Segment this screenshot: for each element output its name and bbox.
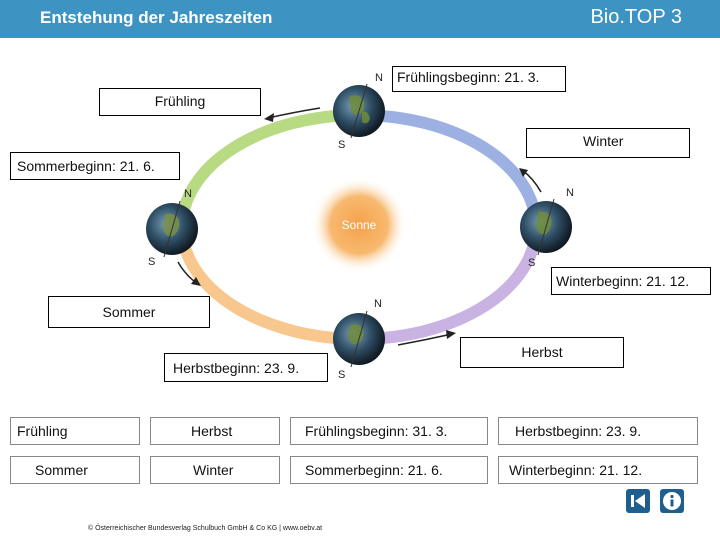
previous-arrow-glyph	[631, 494, 645, 508]
label-fruehlingsbeginn: Frühlingsbeginn: 21. 3.	[392, 66, 566, 92]
label-herbst: Herbst	[460, 337, 624, 368]
table-cell[interactable]: Frühling	[10, 417, 140, 445]
label-sommer: Sommer	[48, 296, 210, 328]
slide-header: Entstehung der Jahreszeiten Bio.TOP 3	[0, 0, 720, 38]
info-glyph	[663, 492, 681, 510]
orbit-spring-arc	[176, 109, 360, 228]
north-label-bottom: N	[374, 298, 382, 310]
table-cell[interactable]: Frühlingsbeginn: 31. 3.	[290, 417, 488, 445]
orbit-diagram: Sonne N S N S N S N S	[146, 72, 574, 381]
earth-bottom	[333, 310, 385, 368]
north-label-left: N	[184, 188, 192, 200]
orbit-arrowhead-top	[264, 113, 274, 122]
orbit-autumn-arc	[358, 226, 542, 345]
orbit-arrowhead-right	[519, 168, 528, 177]
south-label-bottom: S	[338, 369, 345, 381]
info-icon[interactable]	[660, 489, 684, 513]
south-label-top: S	[338, 139, 345, 151]
sun-label: Sonne	[342, 218, 377, 232]
previous-arrow-icon[interactable]	[626, 489, 650, 513]
earth-left	[146, 200, 198, 258]
slide-title: Entstehung der Jahreszeiten	[40, 8, 273, 27]
brand-label: Bio.TOP 3	[590, 6, 682, 28]
table-cell[interactable]: Herbstbeginn: 23. 9.	[498, 417, 698, 445]
south-label-left: S	[148, 256, 155, 268]
earth-right	[520, 198, 572, 256]
copyright-footer: © Österreichischer Bundesverlag Schulbuc…	[88, 525, 323, 532]
label-sommerbeginn: Sommerbeginn: 21. 6.	[10, 152, 180, 180]
label-winterbeginn: Winterbeginn: 21. 12.	[551, 267, 711, 295]
north-label-top: N	[375, 72, 383, 84]
table-cell[interactable]: Sommerbeginn: 21. 6.	[290, 456, 488, 484]
label-winter: Winter	[526, 128, 690, 158]
orbit-winter-arc	[358, 109, 542, 228]
table-cell[interactable]: Herbst	[150, 417, 280, 445]
label-herbstbeginn: Herbstbeginn: 23. 9.	[164, 353, 328, 382]
orbit-summer-arc	[176, 226, 360, 345]
orbit-arrowhead-left	[191, 277, 201, 286]
table-cell[interactable]: Sommer	[10, 456, 140, 484]
sun	[311, 177, 407, 273]
earth-top	[333, 83, 385, 139]
label-fruehling: Frühling	[99, 88, 261, 116]
orbit-arrowhead-bottom	[446, 330, 456, 339]
north-label-right: N	[566, 187, 574, 199]
table-cell[interactable]: Winter	[150, 456, 280, 484]
table-cell[interactable]: Winterbeginn: 21. 12.	[498, 456, 698, 484]
south-label-right: S	[528, 257, 535, 269]
